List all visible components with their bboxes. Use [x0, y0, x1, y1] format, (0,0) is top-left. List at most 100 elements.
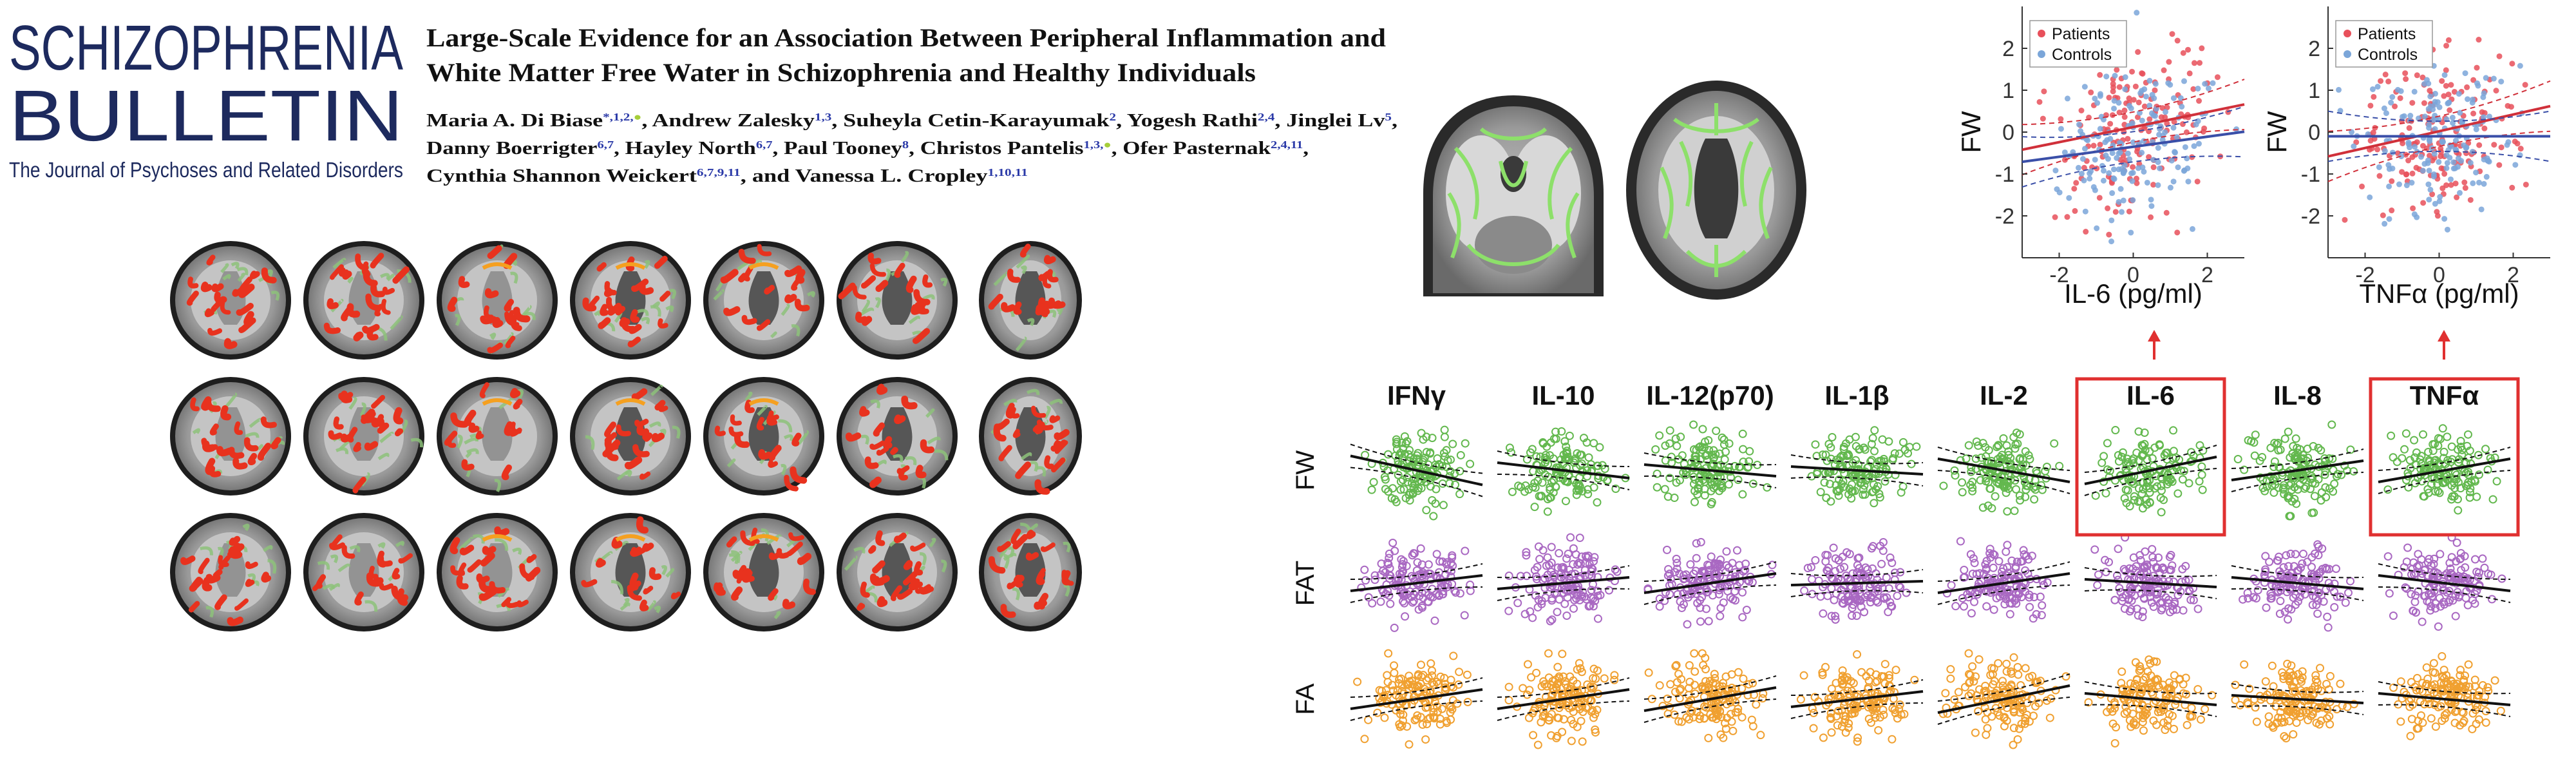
highlight-box: [2075, 377, 2226, 537]
scatter-point: [1861, 573, 1870, 582]
scatter-point: [2081, 164, 2087, 171]
legend-marker: [2038, 50, 2045, 58]
confidence-band: [2327, 110, 2551, 122]
scatter-point: [1674, 717, 1683, 726]
scatter-point: [2483, 683, 2492, 692]
scatter-point: [2120, 170, 2126, 177]
scatter-point: [1712, 427, 1721, 436]
scatter-point: [2148, 544, 2157, 554]
scatter-point: [2420, 168, 2426, 174]
author-name[interactable]: Vanessa L. Cropley: [795, 166, 988, 186]
scatter-point: [1665, 569, 1674, 578]
scatter-point: [2042, 463, 2051, 472]
author-affiliation[interactable]: 6,7: [756, 139, 773, 151]
scatter-point: [2112, 72, 2118, 79]
scatter-point: [2138, 450, 2147, 459]
author-name[interactable]: Jinglei Lv: [1286, 110, 1385, 131]
author-name[interactable]: Maria A. Di Biase: [426, 110, 603, 131]
confidence-band: [1643, 675, 1777, 700]
author-name[interactable]: Ofer Pasternak: [1122, 138, 1271, 159]
scatter-point: [2000, 573, 2009, 582]
scatter-point: [1989, 680, 1998, 689]
scatter-point: [2185, 46, 2192, 53]
scatter-point: [2450, 166, 2457, 172]
scatter-point: [1557, 563, 1566, 572]
scatter-point: [2386, 183, 2392, 189]
scatter-point: [2490, 676, 2499, 685]
scatter-point: [2328, 454, 2337, 463]
scatter-point: [1565, 431, 1574, 440]
scatter-point: [1530, 706, 1539, 715]
orcid-icon[interactable]: ●: [1103, 139, 1111, 151]
author-name[interactable]: Yogesh Rathi: [1127, 110, 1258, 131]
axial-brain-slice: [570, 513, 691, 631]
scatter-point: [2103, 152, 2109, 159]
author-affiliation[interactable]: 1,10,11: [987, 166, 1028, 178]
author-affiliation[interactable]: 2,4,11: [1271, 139, 1303, 151]
scatter-point: [2106, 170, 2112, 177]
author-affiliation[interactable]: 2,4: [1258, 111, 1275, 123]
scatter-point: [2312, 718, 2321, 727]
scatter-point: [1836, 564, 1845, 573]
scatter-point: [1416, 713, 1425, 722]
scatter-point: [2146, 77, 2153, 84]
author-name[interactable]: Suheyla Cetin-Karayumak: [843, 110, 1110, 131]
scatter-point: [2158, 114, 2164, 120]
author-affiliation[interactable]: 8: [902, 139, 909, 151]
cytokine-column-header: IL-6: [2126, 380, 2175, 410]
scatter-point: [1878, 584, 1887, 593]
scatter-point: [1551, 427, 1560, 436]
author-name[interactable]: Andrew Zalesky: [652, 110, 815, 131]
scatter-point: [2129, 120, 2136, 126]
scatter-point: [2455, 591, 2464, 600]
orcid-icon[interactable]: ●: [634, 111, 642, 123]
author-affiliation[interactable]: 5: [1385, 111, 1392, 123]
scatter-point: [2003, 585, 2012, 594]
y-tick-label: -2: [1995, 204, 2014, 229]
author-affiliation[interactable]: 1,3: [815, 111, 831, 123]
scatter-point: [2186, 711, 2195, 720]
scatter-point: [1449, 651, 1458, 660]
scatter-point: [2344, 588, 2353, 597]
author-name[interactable]: Christos Pantelis: [920, 138, 1084, 159]
author-affiliation[interactable]: *,1,2,: [603, 111, 634, 123]
scatter-point: [1690, 649, 1699, 658]
scatter-point: [2274, 446, 2283, 455]
scatter-point: [1380, 472, 1389, 481]
scatter-point: [2277, 586, 2286, 595]
x-tick-label: -2: [2049, 263, 2069, 287]
scatter-point: [1441, 683, 1450, 692]
scatter-point: [2139, 726, 2148, 735]
scatter-point: [1593, 706, 1602, 715]
scatter-point: [1825, 479, 1834, 488]
author-name[interactable]: Hayley North: [625, 138, 756, 159]
scatter-point: [1426, 448, 1435, 457]
author-affiliation[interactable]: 6,7,9,11: [697, 166, 741, 178]
scatter-point: [1689, 479, 1698, 488]
scatter-point: [2436, 104, 2443, 110]
y-tick-label: 1: [2002, 79, 2014, 103]
scatter-point: [1663, 545, 1672, 554]
scatter-point: [2449, 115, 2456, 121]
scatter-point: [2392, 103, 2398, 110]
scatter-point: [1880, 660, 1889, 669]
author-affiliation[interactable]: 1,3,: [1084, 139, 1104, 151]
scatter-point: [2476, 142, 2483, 148]
author-name[interactable]: Cynthia Shannon Weickert: [426, 166, 697, 186]
scatter-point: [2476, 179, 2482, 186]
author-affiliation[interactable]: 2: [1110, 111, 1117, 123]
scatter-point: [1994, 459, 2003, 468]
scatter-point: [2476, 37, 2482, 43]
author-name[interactable]: Paul Tooney: [784, 138, 902, 159]
scatter-point: [2031, 485, 2040, 494]
scatter-point: [2435, 488, 2444, 497]
scatter-point: [1950, 466, 1959, 475]
scatter-point: [2130, 139, 2136, 146]
scatter-point: [1589, 602, 1598, 611]
author-affiliation[interactable]: 6,7: [597, 139, 614, 151]
scatter-point: [1875, 713, 1884, 722]
scatter-point: [2145, 447, 2154, 456]
scatter-point: [1430, 680, 1439, 689]
author-name[interactable]: Danny Boerrigter: [426, 138, 598, 159]
